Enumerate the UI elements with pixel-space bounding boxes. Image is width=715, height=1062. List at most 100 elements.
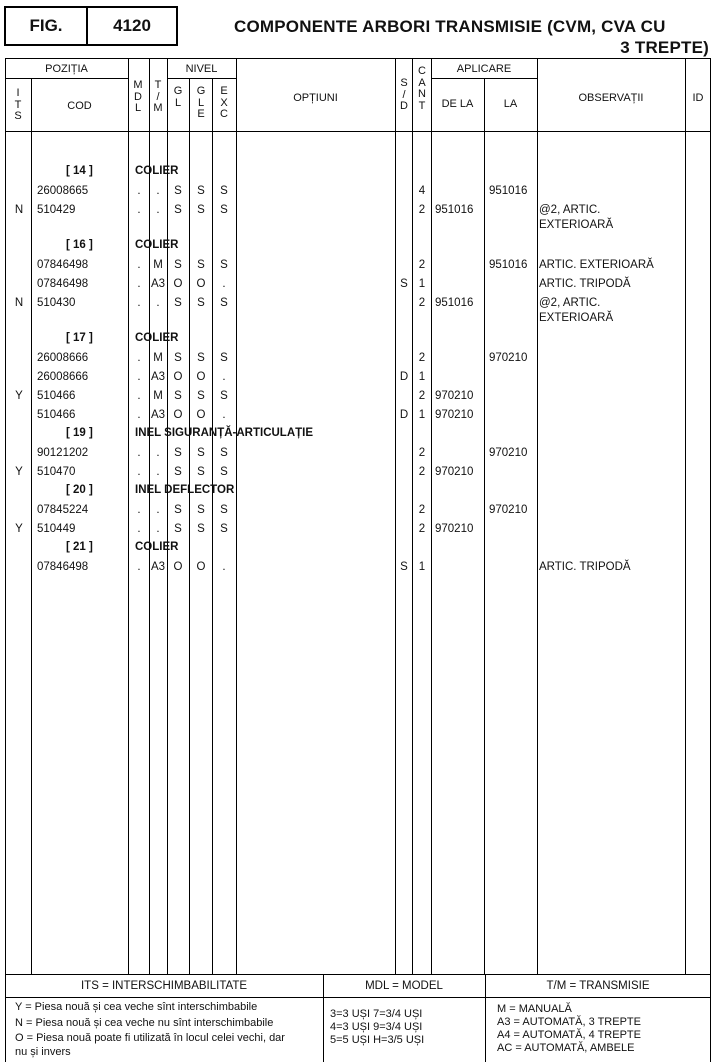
- row-gl: O: [173, 278, 183, 290]
- row-its: Y: [15, 466, 23, 478]
- row-obs: @2, ARTIC.: [539, 204, 601, 216]
- row-gle: S: [197, 259, 205, 271]
- legend-its-line: O = Piesa nouă poate fi utilizată în loc…: [15, 1032, 285, 1044]
- page-title-line1: COMPONENTE ARBORI TRANSMISIE (CVM, CVA C…: [234, 17, 666, 36]
- row-gle: S: [197, 297, 205, 309]
- row-gl: S: [174, 523, 182, 535]
- row-cod: 26008665: [37, 185, 89, 197]
- fig-label: FIG.: [29, 16, 63, 35]
- row-cant: 1: [418, 561, 426, 573]
- group-name: COLIER: [135, 165, 179, 177]
- legend-its-line: N = Piesa nouă și cea veche nu sînt inte…: [15, 1017, 274, 1029]
- col-line-gle: [212, 78, 213, 974]
- row-mdl: .: [137, 297, 141, 309]
- header-cod: COD: [67, 100, 92, 112]
- row-cod: 510466: [37, 409, 76, 421]
- legend-its-line: Y = Piesa nouă și cea veche sînt intersc…: [15, 1001, 258, 1013]
- group-name: COLIER: [135, 541, 179, 553]
- page-title-line2: 3 TREPTE): [620, 38, 709, 57]
- row-cant: 2: [418, 447, 426, 459]
- row-cod: 26008666: [37, 371, 89, 383]
- row-mdl: .: [137, 259, 141, 271]
- row-mdl: .: [137, 504, 141, 516]
- fig-number-box: 4120: [86, 6, 178, 46]
- row-cod: 07846498: [37, 561, 89, 573]
- row-exc: S: [220, 523, 228, 535]
- row-gle: S: [197, 352, 205, 364]
- col-line-cant: [431, 58, 432, 974]
- row-cant: 2: [418, 504, 426, 516]
- row-mdl: .: [137, 390, 141, 402]
- legend-sep-1: [323, 974, 324, 1062]
- row-dela: 970210: [435, 466, 474, 478]
- row-cant: 2: [418, 297, 426, 309]
- group-position: [ 19 ]: [66, 427, 93, 439]
- row-cant: 2: [418, 204, 426, 216]
- row-cod: 07846498: [37, 259, 89, 271]
- row-gle: O: [196, 409, 206, 421]
- col-line-la: [537, 58, 538, 974]
- row-gl: S: [174, 352, 182, 364]
- group-position: [ 17 ]: [66, 332, 93, 344]
- col-line-exc: [236, 58, 237, 974]
- row-gle: S: [197, 390, 205, 402]
- header-optiuni: OPȚIUNI: [293, 92, 338, 104]
- col-line-obs: [685, 58, 686, 974]
- row-mdl: .: [137, 523, 141, 535]
- row-gl: S: [174, 185, 182, 197]
- row-its: Y: [15, 523, 23, 535]
- row-gl: S: [174, 204, 182, 216]
- header-bottom-line: [5, 131, 711, 132]
- row-sd: D: [399, 409, 409, 421]
- row-mdl: .: [137, 371, 141, 383]
- row-gle: S: [197, 447, 205, 459]
- legend-mdl-line: 5=5 UȘI H=3/5 UȘI: [330, 1034, 425, 1046]
- row-exc: .: [222, 371, 226, 383]
- row-gl: S: [174, 466, 182, 478]
- header-nivel: NIVEL: [185, 63, 218, 75]
- row-tm: A3: [150, 561, 166, 573]
- header-sd: S / D: [400, 77, 408, 112]
- row-mdl: .: [137, 278, 141, 290]
- group-name: INEL SIGURANȚĂ-ARTICULAȚIE: [135, 427, 314, 439]
- row-tm: .: [156, 297, 160, 309]
- row-sd: S: [400, 561, 408, 573]
- row-la: 951016: [489, 259, 528, 271]
- legend-tm-line: A3 = AUTOMATĂ, 3 TREPTE: [497, 1016, 641, 1028]
- row-gl: O: [173, 371, 183, 383]
- row-cod: 07846498: [37, 278, 89, 290]
- row-tm: .: [156, 447, 160, 459]
- row-dela: 970210: [435, 390, 474, 402]
- row-cant: 2: [418, 523, 426, 535]
- row-cod: 90121202: [37, 447, 89, 459]
- row-la: 970210: [489, 352, 528, 364]
- row-mdl: .: [137, 561, 141, 573]
- row-sd: S: [400, 278, 408, 290]
- row-obs-cont: EXTERIOARĂ: [539, 219, 614, 231]
- row-gle: O: [196, 561, 206, 573]
- row-dela: 951016: [435, 204, 474, 216]
- legend-mdl-line: 4=3 UȘI 9=3/4 UȘI: [330, 1021, 423, 1033]
- row-gl: S: [174, 504, 182, 516]
- row-la: 951016: [489, 185, 528, 197]
- row-exc: S: [220, 185, 228, 197]
- row-tm: M: [153, 390, 163, 402]
- row-gl: S: [174, 297, 182, 309]
- col-line-its: [31, 78, 32, 974]
- legend-mdl-line: 3=3 UȘI 7=3/4 UȘI: [330, 1008, 423, 1020]
- row-exc: S: [220, 466, 228, 478]
- col-line-cod: [128, 58, 129, 974]
- group-position: [ 14 ]: [66, 165, 93, 177]
- row-cod: 510470: [37, 466, 76, 478]
- row-cod: 510430: [37, 297, 76, 309]
- row-tm: M: [153, 259, 163, 271]
- row-exc: S: [220, 447, 228, 459]
- legend-tm-line: AC = AUTOMATĂ, AMBELE: [497, 1042, 635, 1054]
- row-tm: .: [156, 523, 160, 535]
- row-tm: A3: [150, 278, 166, 290]
- row-dela: 951016: [435, 297, 474, 309]
- row-gle: S: [197, 185, 205, 197]
- row-tm: A3: [150, 371, 166, 383]
- header-pozitia: POZIȚIA: [45, 63, 88, 75]
- col-line-dela: [484, 78, 485, 974]
